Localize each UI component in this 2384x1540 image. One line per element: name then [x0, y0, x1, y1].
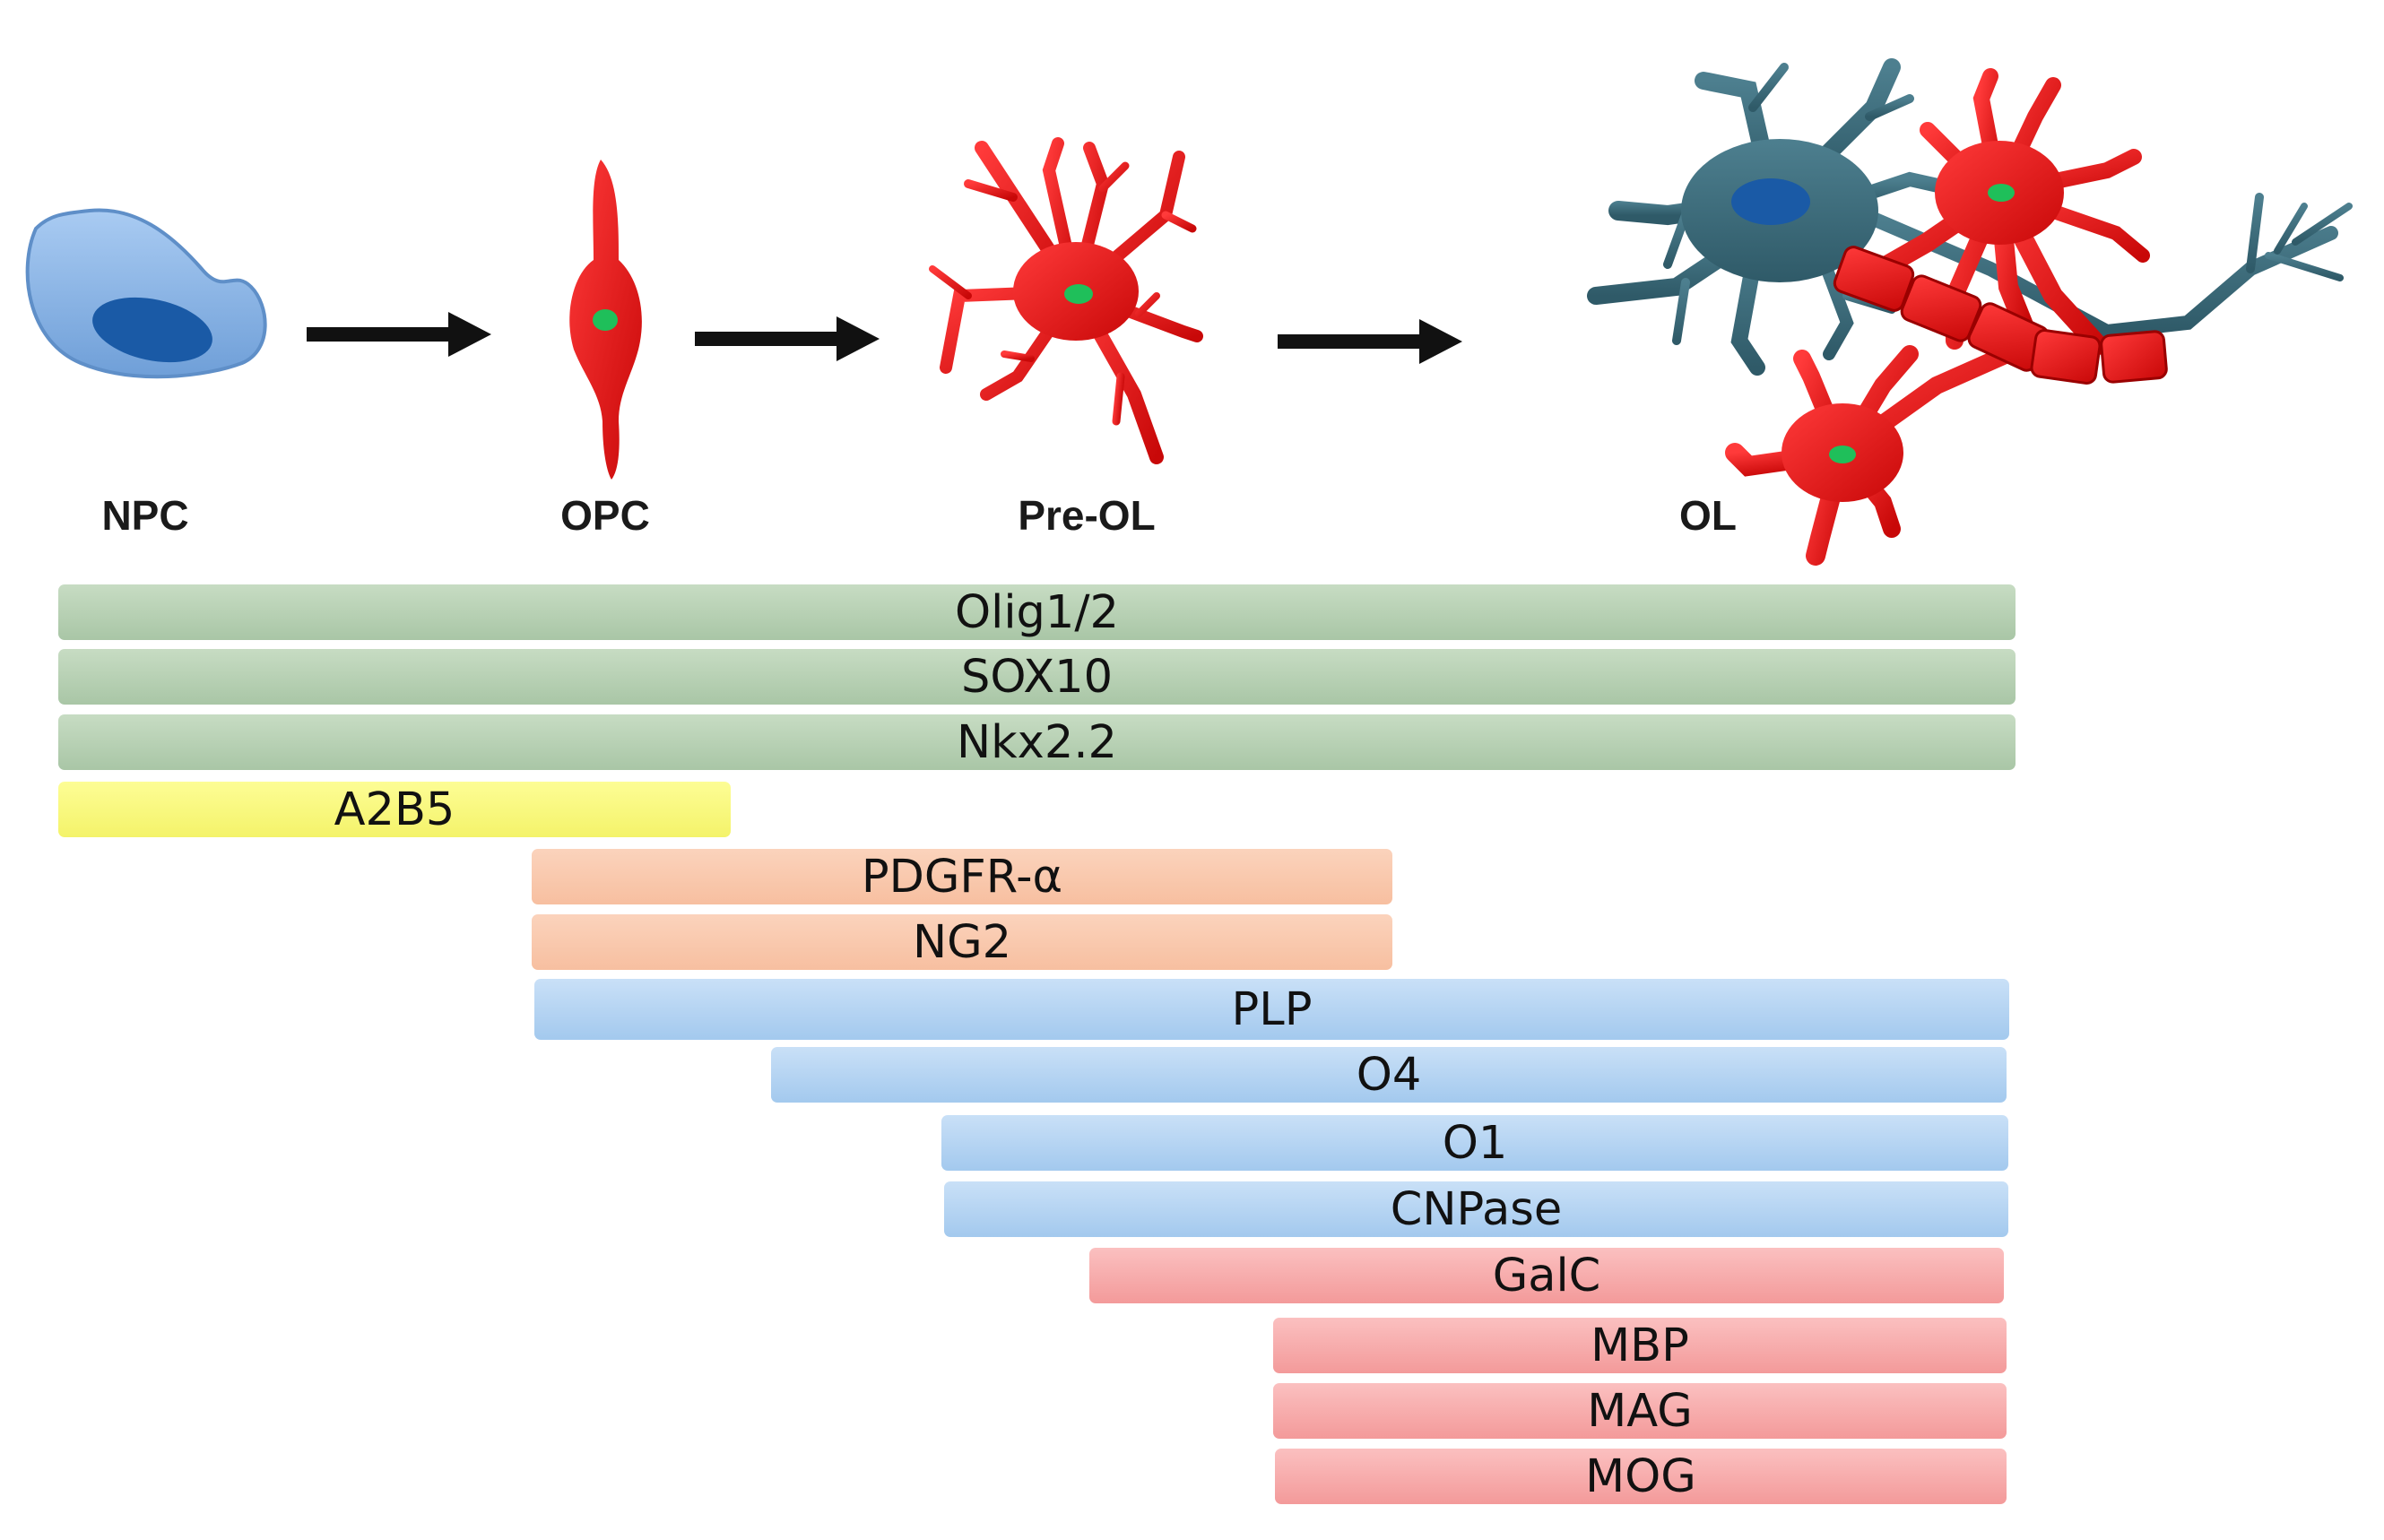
marker-bar-ng2: NG2	[532, 914, 1392, 970]
pre-ol-cell-icon	[929, 137, 1203, 464]
npc-cell-icon	[25, 208, 267, 379]
marker-bar-mag: MAG	[1273, 1383, 2007, 1439]
opc-cell-icon	[569, 160, 642, 480]
arrow-icon	[1278, 319, 1462, 364]
marker-bar-galc: GalC	[1089, 1248, 2004, 1303]
arrow-icon	[695, 316, 880, 361]
cell-illustrations	[25, 58, 2353, 566]
myelin-sheath-icon	[1833, 246, 2168, 385]
arrow-icon	[307, 312, 491, 357]
marker-bar-cnpase: CNPase	[944, 1181, 2008, 1237]
marker-bar-pdgfr-alpha: PDGFR-α	[532, 849, 1392, 904]
stage-label-opc: OPC	[560, 492, 650, 539]
marker-bar-o1: O1	[941, 1115, 2008, 1171]
marker-bar-o4: O4	[771, 1047, 2007, 1103]
stage-label-pre-ol: Pre-OL	[1018, 492, 1156, 539]
marker-bar-plp: PLP	[534, 979, 2009, 1040]
stage-label-ol: OL	[1679, 492, 1737, 539]
marker-bar-mbp: MBP	[1273, 1318, 2007, 1373]
marker-bar-sox10: SOX10	[58, 649, 2016, 705]
marker-bar-olig1-2: Olig1/2	[58, 584, 2016, 640]
oligodendrocyte-icon	[1725, 341, 2026, 566]
marker-bar-nkx2-2: Nkx2.2	[58, 714, 2016, 770]
marker-bar-mog: MOG	[1275, 1449, 2007, 1504]
marker-bar-a2b5: A2B5	[58, 782, 731, 837]
stage-label-npc: NPC	[101, 492, 189, 539]
